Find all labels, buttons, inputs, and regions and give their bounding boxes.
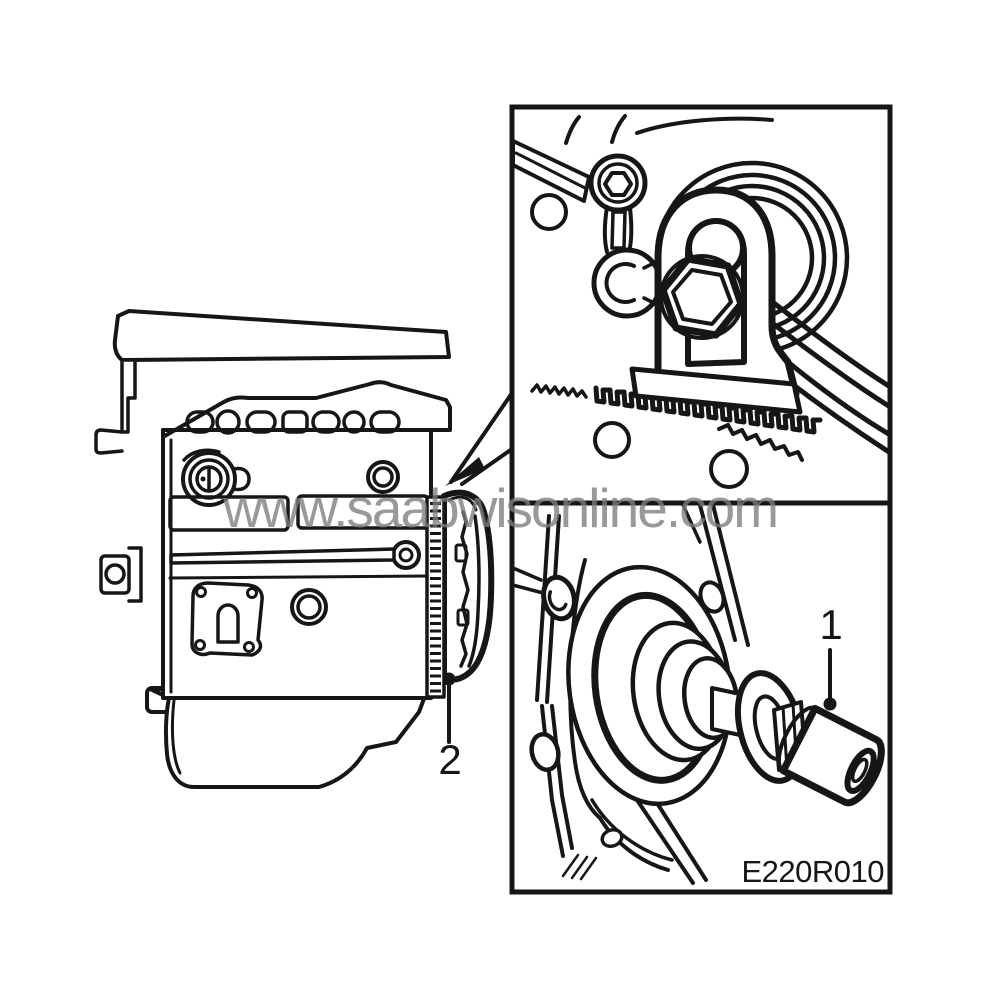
flywheel-ring-gear (425, 489, 495, 699)
callout-2-dot (442, 672, 456, 686)
callout-2-label: 2 (438, 736, 461, 783)
puller-tool (776, 704, 885, 807)
core-plug (366, 460, 400, 494)
dipstick (169, 540, 421, 570)
timing-chain-tensioner-detail (514, 114, 888, 489)
crankshaft-pulley-tool-detail (514, 505, 885, 885)
tensioner-bracket (629, 186, 803, 415)
valve-cover (94, 309, 451, 455)
timing-cover-edge (514, 514, 674, 881)
callout-1 (823, 648, 837, 711)
flanged-nut (529, 732, 561, 772)
casting-hole (530, 193, 568, 231)
cylinder-head (161, 380, 452, 439)
casting-hole (593, 421, 631, 459)
drain-plug (290, 588, 328, 626)
tool-bore (844, 747, 877, 794)
magnifier-arrow (445, 391, 514, 486)
casting-hole (709, 449, 749, 489)
engine-side-view-illustration (94, 309, 514, 789)
callout-2 (442, 672, 456, 744)
detail-box: 1 E220R010 (509, 104, 893, 895)
oil-filter-flange (190, 581, 264, 657)
guide-foot (629, 366, 803, 415)
watermark-text: www.saabwisonline.com (222, 477, 777, 539)
belt-lines (635, 505, 750, 885)
pivot-bolt-arm (514, 114, 774, 319)
callout-1-label: 1 (819, 601, 842, 648)
engine-mount-bracket (99, 546, 143, 603)
freeze-plug (181, 448, 251, 507)
oil-pan (145, 686, 427, 789)
engine-block (161, 428, 433, 700)
tensioner-hex-nut (659, 254, 745, 340)
callout-1-dot (823, 697, 837, 711)
figure-code: E220R010 (741, 854, 884, 889)
flanged-nut (541, 574, 577, 622)
